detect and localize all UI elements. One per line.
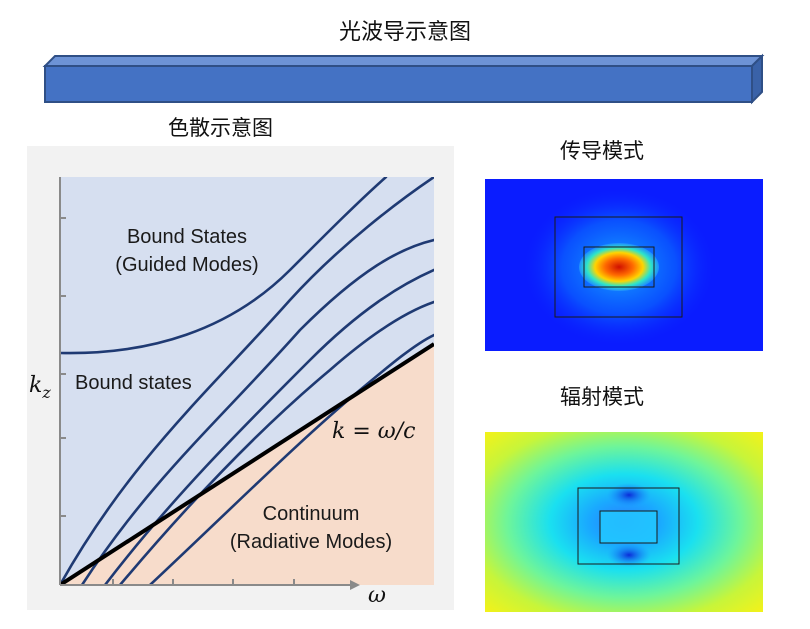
region-label-bound-states: Bound States [127, 226, 247, 248]
guided-mode-title: 传导模式 [560, 139, 644, 163]
guided-core-outline [583, 246, 655, 288]
waveguide-bar [42, 53, 765, 105]
dispersion-diagram: Bound States (Guided Modes) Bound states… [27, 146, 454, 610]
mode-curve-6 [148, 333, 434, 585]
axis-ticks [60, 217, 295, 585]
radiation-lobe-bottom [607, 543, 651, 567]
x-axis-label: ω [368, 583, 386, 608]
mode-curve-5 [118, 300, 434, 585]
light-line [60, 342, 434, 585]
region-label-bound-states-middle: Bound states [75, 372, 192, 394]
y-axis-label: kz [29, 373, 51, 402]
waveguide-top-face [42, 55, 765, 67]
dispersion-title: 色散示意图 [168, 116, 273, 140]
guided-mode-image [485, 179, 763, 351]
radiation-mode-image [485, 432, 763, 612]
waveguide-front-face [44, 65, 753, 103]
guided-cladding-outline [554, 216, 683, 318]
radiation-core-fill [600, 511, 657, 543]
region-label-guided-modes: (Guided Modes) [115, 254, 258, 276]
radiation-core-outline [599, 510, 658, 544]
y-axis-label-main: k [29, 373, 42, 398]
mode-curve-fundamental [60, 177, 388, 355]
light-line-label: k = ω/c [332, 419, 415, 444]
radiation-cladding-outline [577, 487, 680, 565]
y-axis-label-subscript: z [41, 383, 51, 402]
mode-curve-3 [80, 238, 434, 585]
guided-field-core [579, 243, 659, 291]
radiation-lobe-top [607, 483, 651, 507]
region-label-continuum: Continuum [263, 503, 360, 525]
x-axis-arrow [350, 580, 360, 590]
page-title: 光波导示意图 [338, 20, 471, 45]
region-label-radiative-modes: (Radiative Modes) [230, 531, 392, 553]
radiation-mode-title: 辐射模式 [560, 385, 644, 409]
mode-curve-2 [60, 177, 434, 585]
